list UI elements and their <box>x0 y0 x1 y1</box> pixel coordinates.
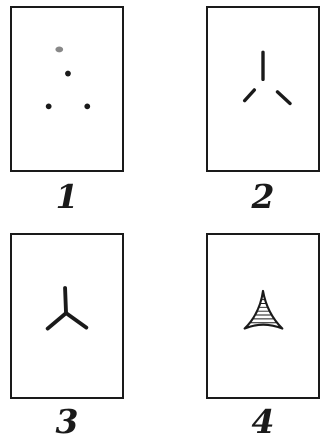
figure-3-number: 3 <box>47 405 87 438</box>
figure-3-arm-right <box>66 313 86 327</box>
figure-2-number: 2 <box>243 180 283 213</box>
figure-2-drawing <box>208 8 318 170</box>
figure-3-panel <box>10 233 124 399</box>
figure-1-dot-left <box>46 103 52 109</box>
figure-3-arm-left <box>48 313 66 328</box>
figure-2-panel <box>206 6 320 172</box>
figure-3-arm-up <box>65 288 66 313</box>
figure-2-stroke-right <box>277 92 290 104</box>
figure-1-dot-top <box>55 47 63 53</box>
figure-1-dot-right <box>84 103 90 109</box>
figure-1-panel <box>10 6 124 172</box>
figure-4-number: 4 <box>243 405 283 438</box>
figure-1-drawing <box>12 8 122 170</box>
figure-4-drawing <box>208 235 318 397</box>
figure-2-stroke-left <box>245 90 255 101</box>
figure-1-dot-middle <box>65 71 71 77</box>
figure-4-panel <box>206 233 320 399</box>
figure-3-drawing <box>12 235 122 397</box>
figure-1-number: 1 <box>47 180 87 213</box>
